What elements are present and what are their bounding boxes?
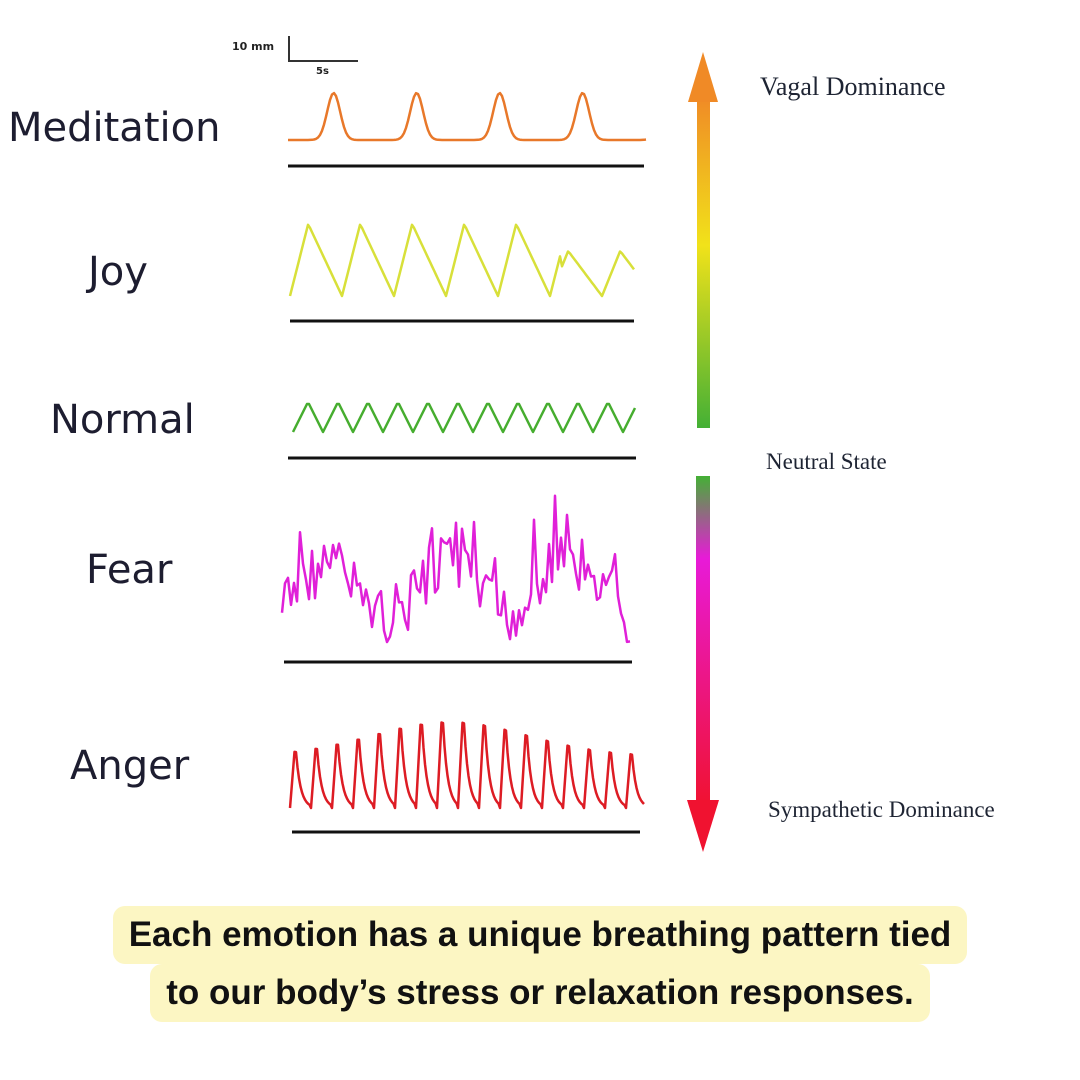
anger-label: Anger (70, 743, 190, 789)
scale-time-label: 5s (316, 66, 329, 77)
scale-amplitude-label: 10 mm (232, 40, 275, 53)
meditation-label: Meditation (8, 105, 221, 151)
normal-label: Normal (50, 397, 195, 443)
anger-waveform (288, 721, 645, 810)
caption: Each emotion has a unique breathing patt… (0, 906, 1080, 1022)
normal-waveform (291, 402, 637, 434)
joy-waveform (288, 223, 636, 298)
joy-label: Joy (88, 249, 148, 295)
meditation-waveform (288, 91, 647, 142)
vagal-dominance-arrow (688, 52, 718, 428)
fear-label: Fear (86, 547, 173, 593)
sympathetic-dominance-label: Sympathetic Dominance (768, 797, 995, 822)
caption-line-2: to our body’s stress or relaxation respo… (150, 964, 930, 1022)
sympathetic-dominance-arrow (687, 476, 719, 852)
scale-bar (288, 36, 358, 62)
caption-line-1: Each emotion has a unique breathing patt… (112, 906, 968, 964)
vagal-dominance-label: Vagal Dominance (760, 72, 946, 101)
neutral-state-label: Neutral State (766, 449, 887, 474)
fear-waveform (280, 494, 631, 644)
